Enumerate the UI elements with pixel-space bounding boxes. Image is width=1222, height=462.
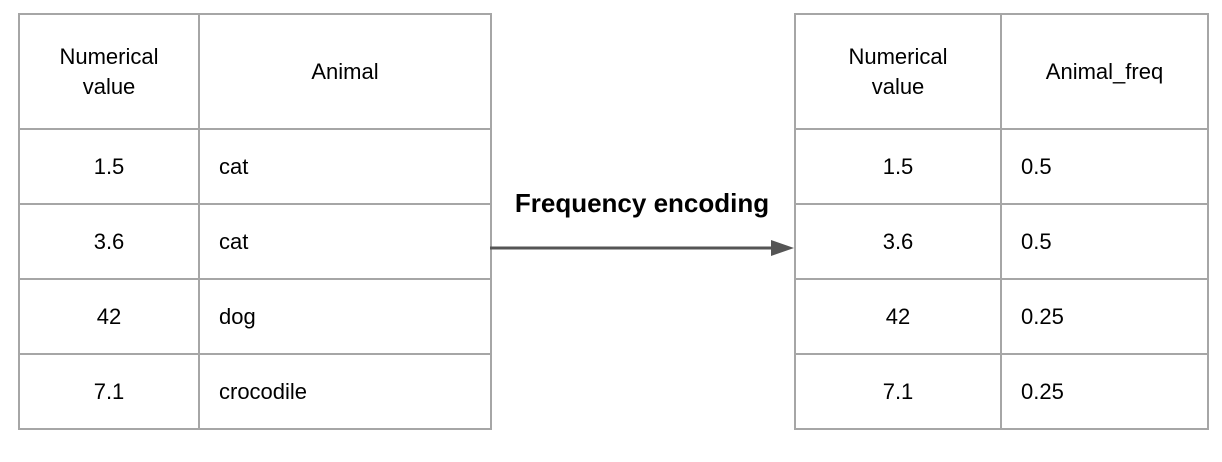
table-cell-numerical: 1.5 [794, 128, 1002, 205]
transform-label: Frequency encoding [514, 188, 770, 218]
table-cell-numerical: 42 [18, 278, 200, 355]
table-cell-numerical: 7.1 [18, 353, 200, 430]
column-header-label: Numerical value [848, 44, 948, 99]
table-cell-freq: 0.5 [1000, 128, 1209, 205]
table-row: 7.1 crocodile [18, 353, 492, 430]
column-header-label: Animal [311, 58, 379, 84]
table-cell-animal: cat [198, 128, 492, 205]
arrow-right-icon [490, 240, 794, 256]
output-table: Numerical value Animal_freq 1.5 0.5 3.6 … [794, 13, 1209, 430]
table-cell-freq: 0.25 [1000, 278, 1209, 355]
table-row: 3.6 cat [18, 203, 492, 280]
table-cell-numerical: 7.1 [794, 353, 1002, 430]
table-cell-numerical: 42 [794, 278, 1002, 355]
table-cell-animal: dog [198, 278, 492, 355]
table-row: 42 0.25 [794, 278, 1209, 355]
column-header-animal: Animal [198, 13, 492, 130]
header-row: Numerical value Animal_freq [794, 13, 1209, 130]
table-cell-freq: 0.5 [1000, 203, 1209, 280]
table-row: 42 dog [18, 278, 492, 355]
table-cell-numerical: 3.6 [18, 203, 200, 280]
column-header-label: Animal_freq [1045, 58, 1164, 84]
table-row: 7.1 0.25 [794, 353, 1209, 430]
table-cell-freq: 0.25 [1000, 353, 1209, 430]
input-table: Numerical value Animal 1.5 cat 3.6 cat 4… [18, 13, 492, 430]
table-row: 3.6 0.5 [794, 203, 1209, 280]
column-header-numerical-value: Numerical value [18, 13, 200, 130]
table-row: 1.5 0.5 [794, 128, 1209, 205]
table-cell-animal: cat [198, 203, 492, 280]
table-cell-numerical: 1.5 [18, 128, 200, 205]
table-row: 1.5 cat [18, 128, 492, 205]
header-row: Numerical value Animal [18, 13, 492, 130]
column-header-numerical-value: Numerical value [794, 13, 1002, 130]
table-cell-animal: crocodile [198, 353, 492, 430]
column-header-label: Numerical value [59, 44, 159, 99]
column-header-animal-freq: Animal_freq [1000, 13, 1209, 130]
table-cell-numerical: 3.6 [794, 203, 1002, 280]
